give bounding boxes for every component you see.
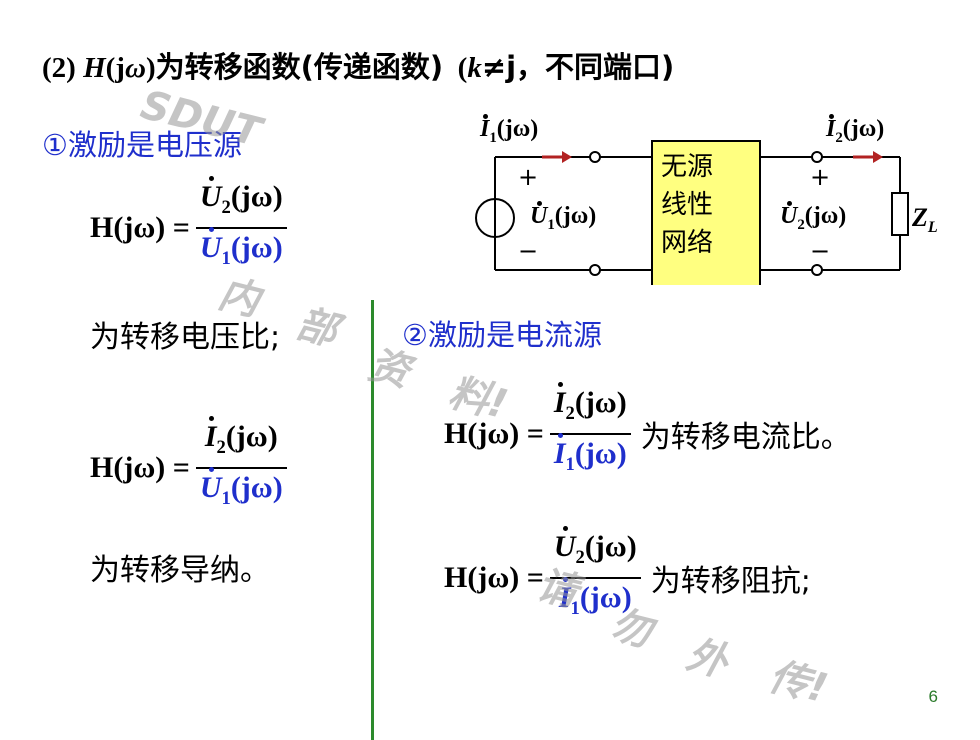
watermark-char-2: 部 bbox=[292, 300, 343, 356]
transfer-voltage-ratio-label: 为转移电压比; bbox=[90, 320, 281, 355]
u1-label: U1(jω) bbox=[530, 201, 597, 233]
transfer-admittance-equation: H(jω) = I2(jω) U1(jω) bbox=[90, 416, 287, 518]
watermark-char-8: 传! bbox=[764, 653, 832, 713]
transfer-admittance-label: 为转移导纳。 bbox=[90, 553, 270, 588]
i1-arrow bbox=[562, 151, 572, 163]
watermark-char-7: 外 bbox=[682, 631, 733, 687]
page-number: 6 bbox=[928, 687, 938, 706]
transfer-impedance-equation: H(jω) = U2(jω) I1(jω) 为转移阻抗; bbox=[444, 526, 811, 619]
u2-plus: + bbox=[810, 163, 831, 191]
current-source-heading: ②激励是电流源 bbox=[402, 318, 602, 352]
u1-plus: + bbox=[518, 163, 539, 191]
column-divider bbox=[371, 300, 374, 740]
u1-minus: − bbox=[518, 237, 539, 265]
two-port-circuit bbox=[475, 140, 909, 285]
i1-label: I1(jω) bbox=[480, 114, 539, 146]
slide-title: (2) H(jω)为转移函数(传递函数) (k≠j，不同端口) bbox=[42, 50, 675, 84]
port1-top-terminal bbox=[589, 151, 601, 163]
network-label: 无源 线性 网络 bbox=[661, 152, 714, 258]
passive-linear-network bbox=[651, 140, 761, 285]
u2-label: U2(jω) bbox=[780, 201, 847, 233]
load-impedance bbox=[891, 192, 909, 236]
port2-top-terminal bbox=[811, 151, 823, 163]
zl-label: ZL bbox=[912, 203, 938, 237]
transfer-impedance-label: 为转移阻抗; bbox=[650, 564, 811, 599]
port2-bottom-terminal bbox=[811, 264, 823, 276]
transfer-current-ratio-label: 为转移电流比。 bbox=[640, 420, 851, 455]
voltage-source-heading: ①激励是电压源 bbox=[42, 128, 242, 162]
transfer-voltage-ratio-equation: H(jω) = U2(jω) U1(jω) bbox=[90, 176, 287, 278]
i2-arrow bbox=[873, 151, 883, 163]
i2-label: I2(jω) bbox=[826, 114, 885, 146]
port1-bottom-terminal bbox=[589, 264, 601, 276]
u2-minus: − bbox=[810, 237, 831, 265]
transfer-current-ratio-equation: H(jω) = I2(jω) I1(jω) 为转移电流比。 bbox=[444, 382, 851, 475]
